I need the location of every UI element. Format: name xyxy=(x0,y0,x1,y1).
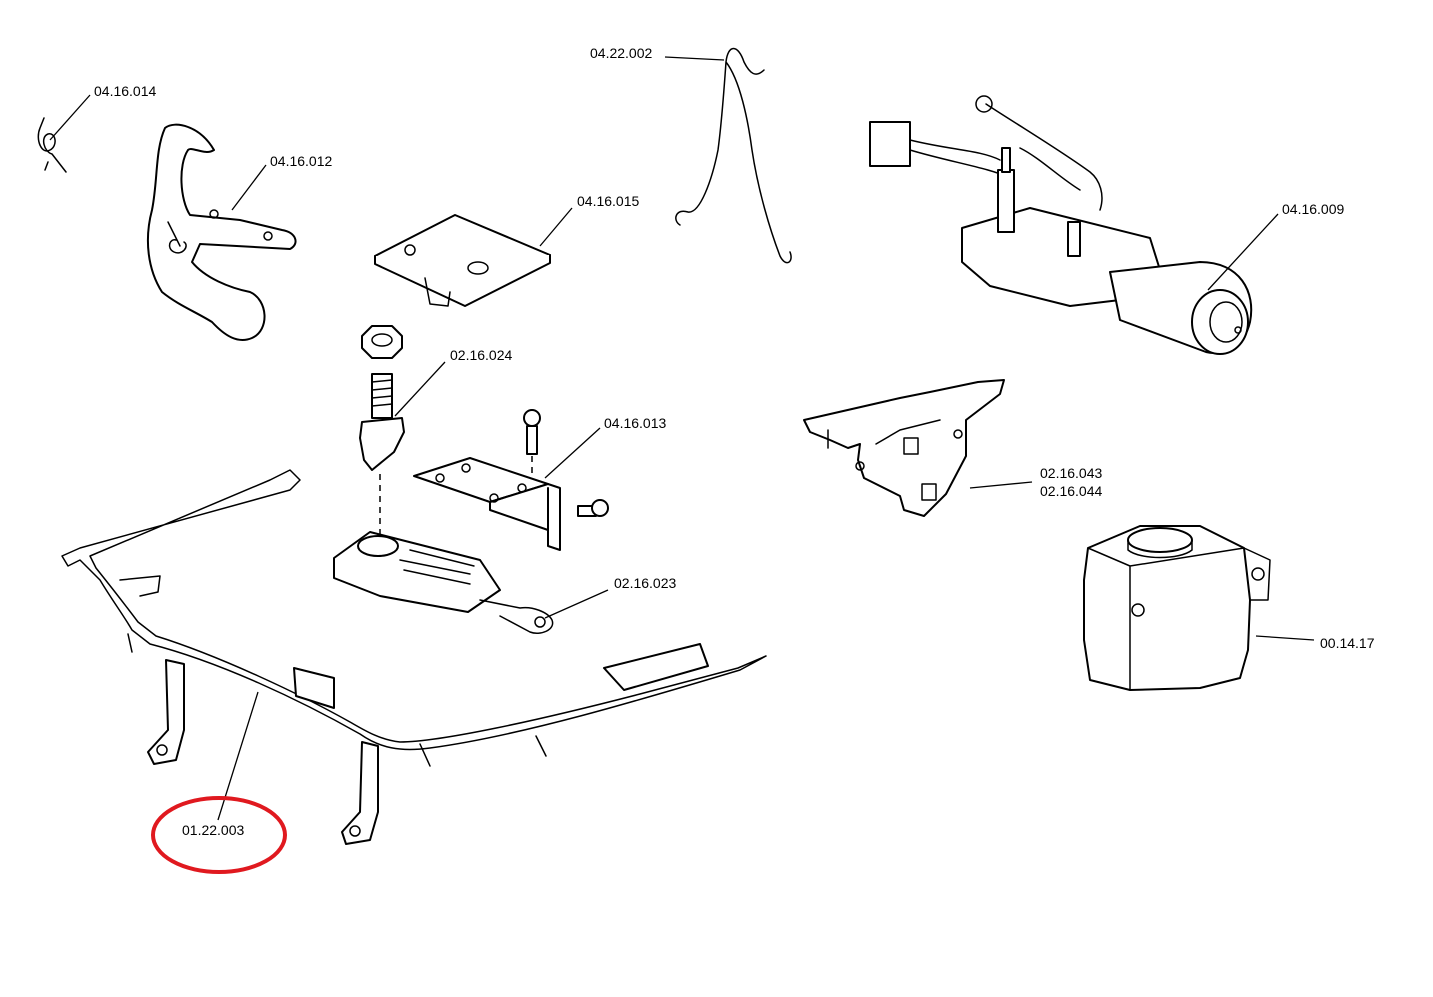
label-00-14-17: 00.14.17 xyxy=(1320,635,1375,651)
part-02-16-024-stud-and-nut xyxy=(359,325,446,540)
label-02-16-044: 02.16.044 xyxy=(1040,483,1102,499)
highlight-circle xyxy=(151,796,287,874)
label-02-16-023: 02.16.023 xyxy=(614,575,676,591)
part-04-16-014-spring xyxy=(37,94,91,173)
label-04-16-013: 04.16.013 xyxy=(604,415,666,431)
label-02-16-024: 02.16.024 xyxy=(450,347,512,363)
label-04-22-002: 04.22.002 xyxy=(590,45,652,61)
label-04-16-009: 04.16.009 xyxy=(1282,201,1344,217)
part-04-16-012-latch-hook xyxy=(146,123,297,341)
part-01-22-003-wiring-harness xyxy=(61,469,767,845)
part-02-16-043-hinge-bracket xyxy=(803,379,1033,517)
label-04-16-012: 04.16.012 xyxy=(270,153,332,169)
part-04-16-013-angle-bracket xyxy=(413,409,609,551)
part-04-16-015-bracket-plate xyxy=(374,207,573,307)
label-04-16-015: 04.16.015 xyxy=(577,193,639,209)
part-00-14-17-reservoir xyxy=(1083,525,1315,691)
label-04-16-014: 04.16.014 xyxy=(94,83,156,99)
part-04-16-009-wiper-motor xyxy=(869,95,1279,355)
label-02-16-043: 02.16.043 xyxy=(1040,465,1102,481)
part-02-16-023-latch-base xyxy=(333,531,609,634)
part-04-22-002-wire-rod xyxy=(664,47,792,264)
label-01-22-003: 01.22.003 xyxy=(182,822,244,838)
